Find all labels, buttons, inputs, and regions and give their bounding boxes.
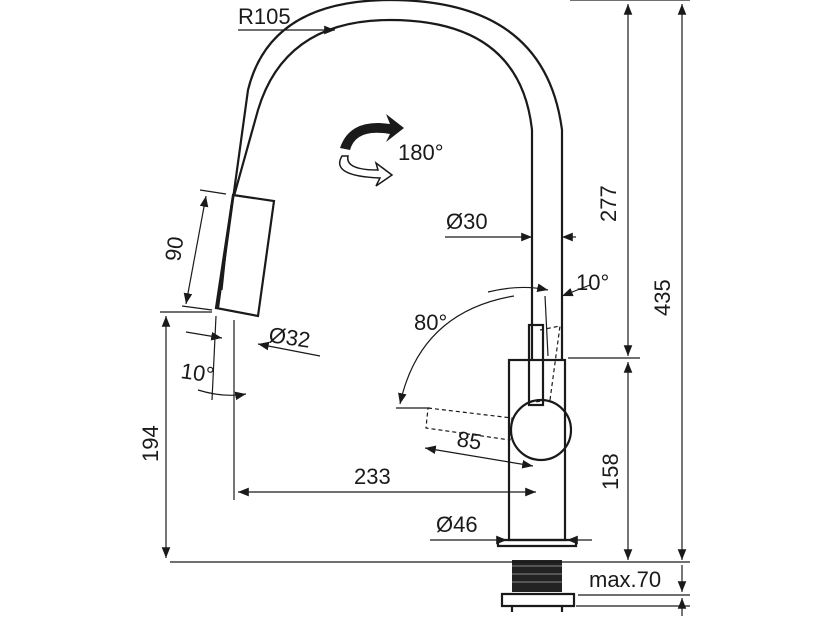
spray-length-label: 90 <box>160 235 188 263</box>
base-height-label: 158 <box>598 453 623 490</box>
handle-swing-label: 80° <box>414 310 447 335</box>
handle-tilt-label: 10° <box>576 270 609 295</box>
radius-label: R105 <box>238 4 291 29</box>
reach-label: 233 <box>354 464 391 489</box>
base-diameter-label: Ø46 <box>436 512 478 537</box>
outlet-height-label: 194 <box>138 425 163 462</box>
total-height-label: 435 <box>650 279 675 316</box>
rotation-arrow-icon <box>339 114 404 187</box>
spray-tilt-label: 10° <box>179 358 215 387</box>
dimension-lines <box>160 0 690 616</box>
spout-height-label: 277 <box>596 185 621 222</box>
spray-diameter-label: Ø32 <box>267 322 312 353</box>
faucet-outline <box>214 0 578 612</box>
dimension-labels: R105 180° Ø30 277 435 10° 80° 90 Ø32 10°… <box>138 4 675 592</box>
rotation-label: 180° <box>398 140 444 165</box>
handle-length-label: 85 <box>455 426 483 455</box>
spout-diameter-label: Ø30 <box>446 209 488 234</box>
max-thickness-label: max.70 <box>589 567 661 592</box>
